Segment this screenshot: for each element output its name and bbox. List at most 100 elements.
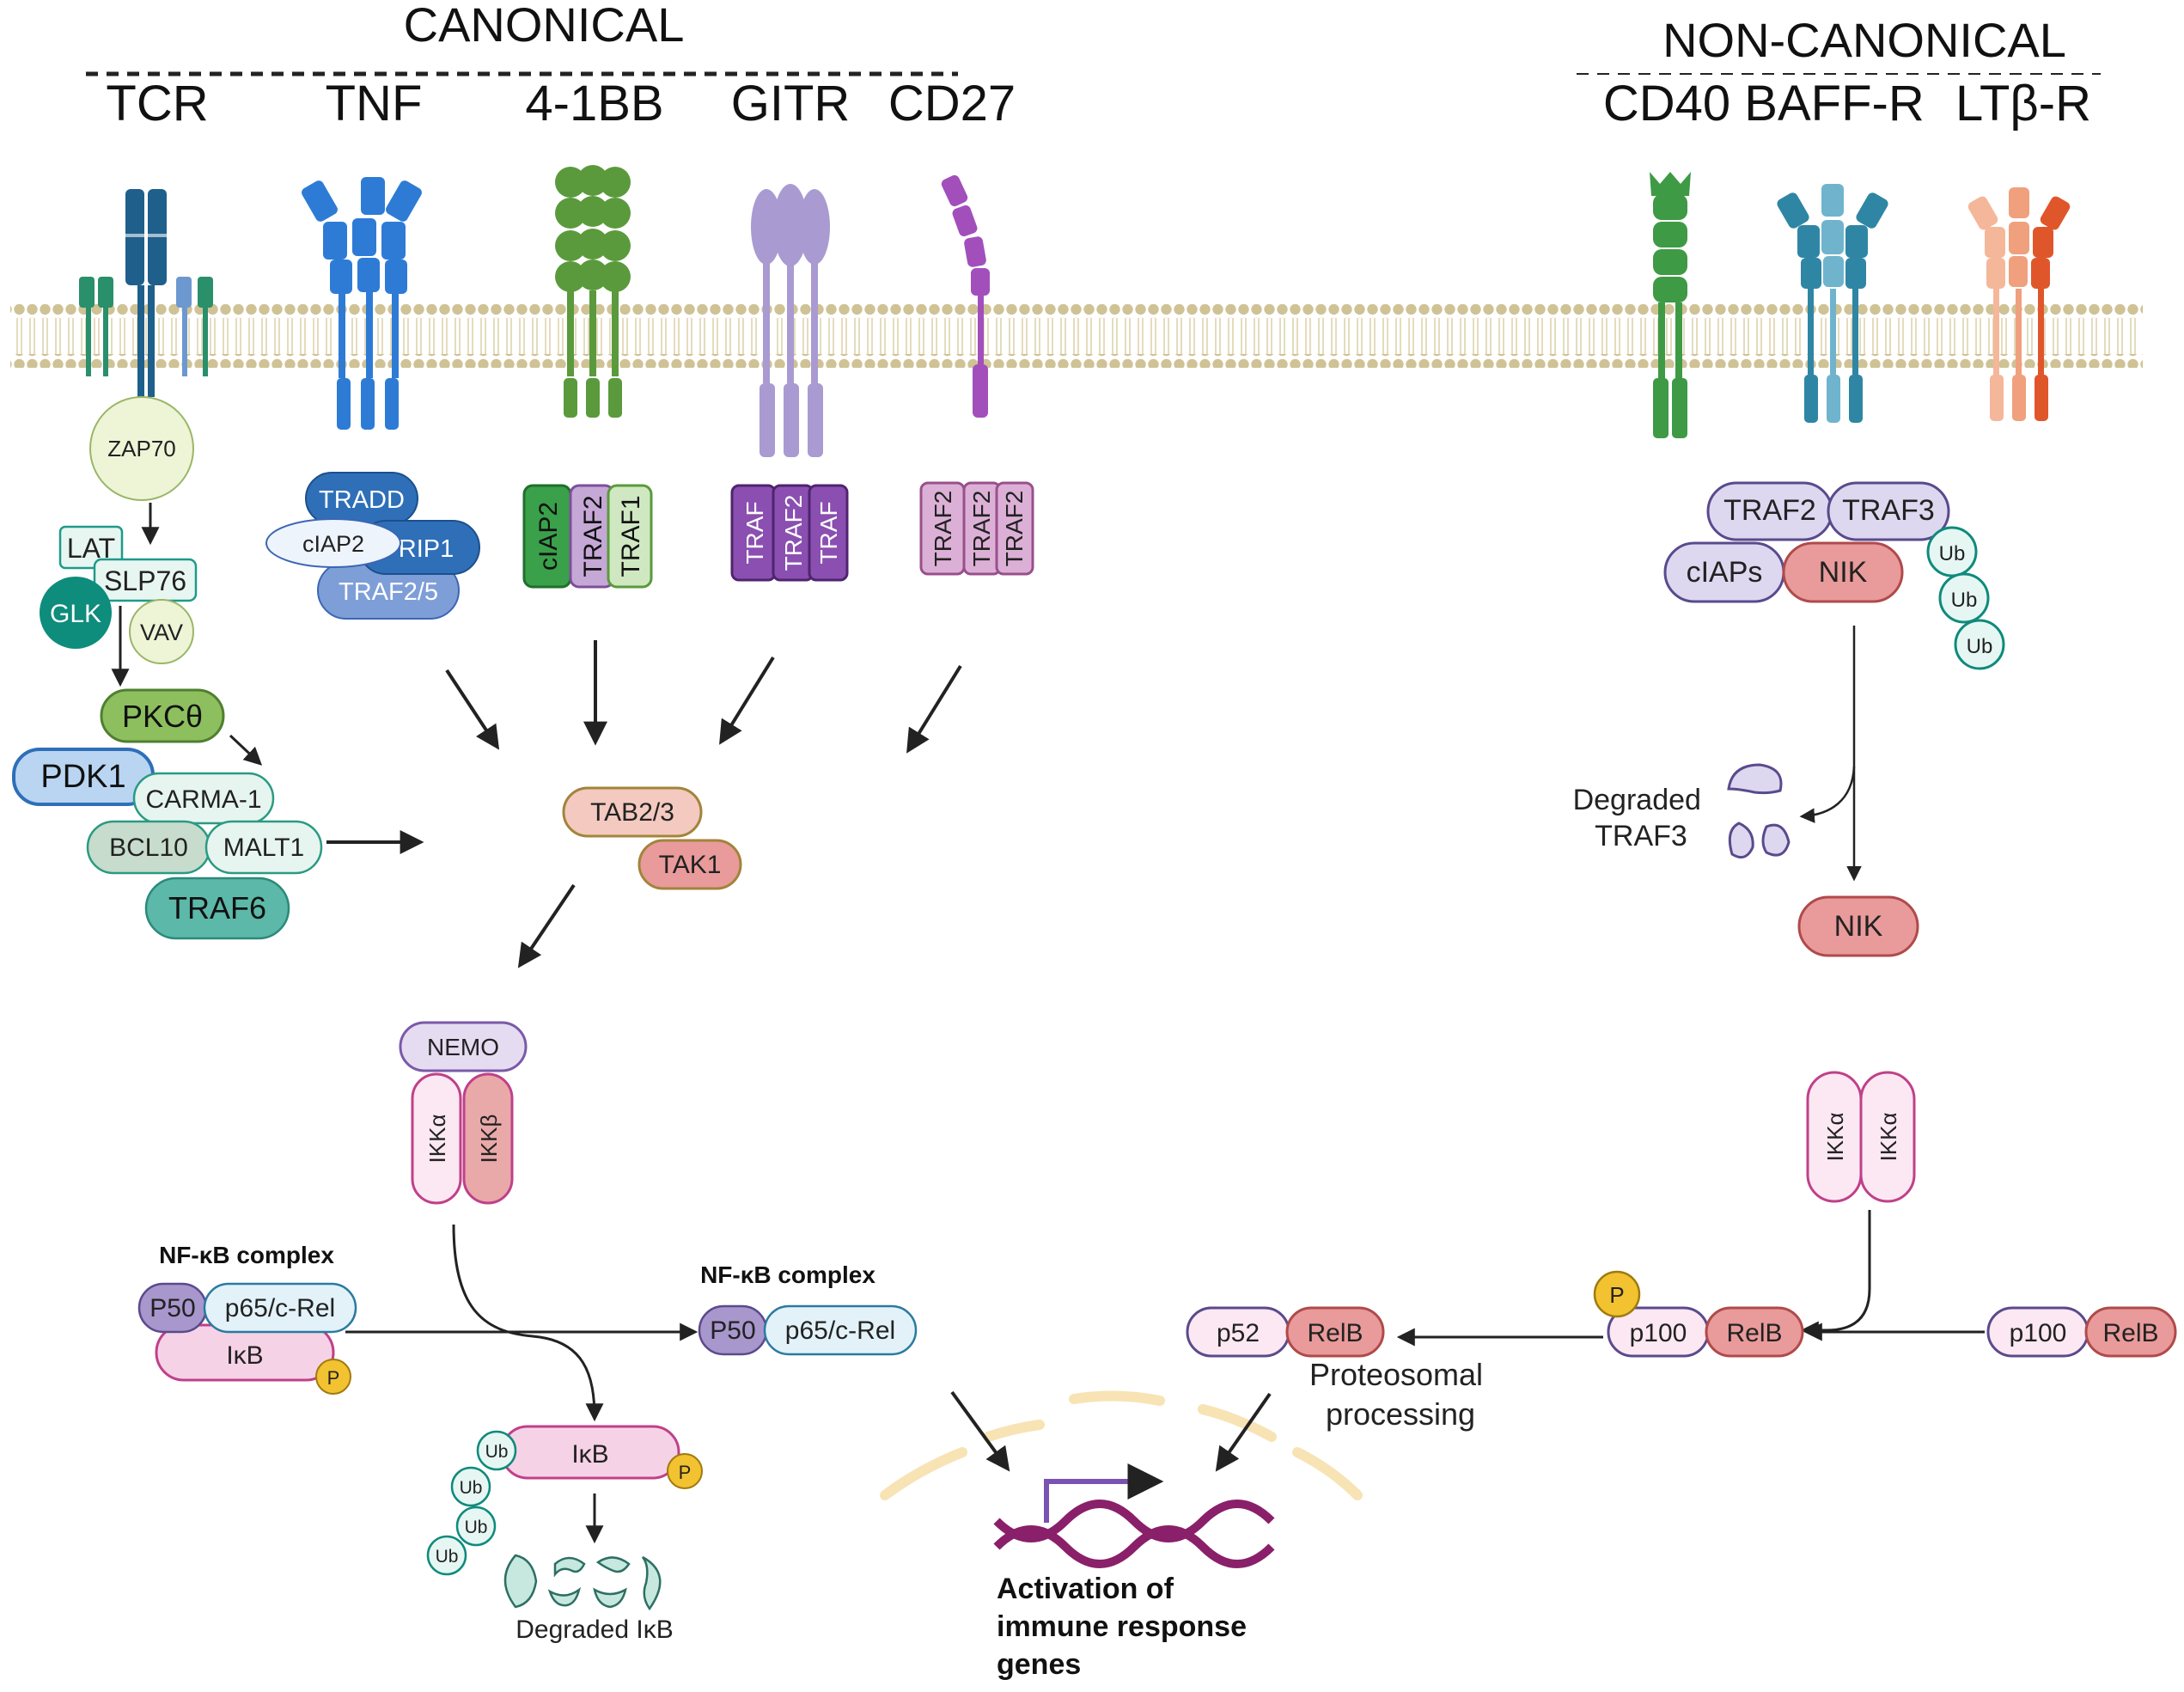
nc-ub2-label: Ub: [1951, 589, 1978, 612]
traf6-node: TRAF6: [144, 877, 290, 940]
baff-r-receptor-icon: [1777, 184, 1888, 423]
relb-label: RelB: [1726, 1319, 1782, 1347]
svg-text:MALT1: MALT1: [223, 834, 304, 862]
nuclear-envelope: [880, 1390, 1363, 1500]
p65-left-label: p65/c-Rel: [225, 1294, 335, 1322]
gitr-adaptor-complex: TRAF TRAF2 TRAF: [730, 484, 849, 582]
carma1-node: CARMA-1: [132, 772, 275, 825]
rip1-label: RIP1: [399, 535, 454, 563]
traf2a-cd27-label: TRAF2: [930, 491, 956, 567]
traf2-gitr-label: TRAF2: [780, 495, 807, 571]
tak1-node: TAK1: [638, 839, 742, 890]
gene-activation-line2: immune response: [997, 1610, 1247, 1643]
receptor-label-baff-r: BAFF-R: [1744, 76, 1924, 131]
svg-text:TAK1: TAK1: [659, 851, 722, 879]
nfkb-mid-complex: P50 p65/c-Rel: [698, 1304, 918, 1356]
arrow-nfkb-to-nucleus-right: [1215, 1392, 1272, 1472]
receptor-label-tcr: TCR: [106, 76, 208, 131]
receptor-label-ltb-r: LTβ-R: [1955, 76, 2091, 131]
svg-text:GLK: GLK: [50, 600, 101, 628]
arrow-ikk-to-degradation: [452, 1224, 604, 1422]
ikka1-label: IKKα: [1822, 1113, 1848, 1162]
svg-text:BCL10: BCL10: [109, 834, 188, 862]
bcl10-node: BCL10: [86, 820, 211, 875]
degraded-traf3-fragments-icon: [1727, 763, 1791, 859]
p65-mid-label: p65/c-Rel: [785, 1316, 895, 1345]
tcr-receptor-icon: [79, 189, 213, 397]
arrow-cd27-to-tab: [906, 664, 962, 754]
svg-text:TRAF6: TRAF6: [168, 890, 266, 925]
canonical-header: CANONICAL: [404, 0, 685, 52]
proteosomal-line1: Proteosomal: [1309, 1357, 1483, 1392]
glk-node: GLK: [40, 577, 112, 649]
degraded-ikb-label: Degraded IκB: [515, 1616, 673, 1644]
4-1bb-receptor-icon: [555, 165, 631, 418]
cell-membrane: [10, 304, 2143, 368]
gene-activation-line1: Activation of: [997, 1573, 1174, 1605]
ciap2-tnf-label: cIAP2: [302, 531, 364, 557]
lat-node: LAT: [58, 525, 124, 570]
ikkb-label: IKKβ: [476, 1115, 502, 1164]
ciap2-41bb-label: cIAP2: [534, 502, 563, 571]
ikb-deg-label: IκB: [571, 1440, 608, 1469]
traf3-nc-label: TRAF3: [1842, 494, 1935, 527]
malt1-node: MALT1: [204, 820, 323, 875]
receptor-label-4-1bb: 4-1BB: [525, 76, 663, 131]
nfkb-left-title: NF-κB complex: [159, 1242, 334, 1268]
ikb-ubiquitinated: IκB P Ub Ub Ub Ub: [426, 1425, 703, 1576]
nc-ub3-label: Ub: [1967, 635, 1993, 658]
receptor-label-tnf: TNF: [326, 76, 423, 131]
traf2-41bb-label: TRAF2: [579, 495, 607, 577]
p50-left-label: P50: [149, 1294, 195, 1322]
ikka-dimer: IKKα IKKα: [1806, 1071, 1916, 1203]
cd27-receptor-icon: [941, 174, 990, 418]
ub4-label: Ub: [436, 1547, 459, 1567]
ikk-complex: NEMO IKKα IKKβ: [399, 1021, 528, 1205]
zap70-node: ZAP70: [89, 396, 194, 501]
traf-a-gitr-label: TRAF: [741, 501, 768, 564]
tradd-label: TRADD: [319, 486, 405, 514]
svg-text:ZAP70: ZAP70: [107, 436, 176, 461]
svg-text:SLP76: SLP76: [104, 565, 186, 596]
dna-helix-icon: [993, 1463, 1275, 1568]
ub1-label: Ub: [485, 1442, 509, 1462]
pdk1-node: PDK1: [12, 748, 155, 806]
arrow-tnf-to-tab: [445, 669, 500, 750]
ub3-label: Ub: [465, 1518, 488, 1537]
relbb-label: RelB: [2102, 1319, 2158, 1347]
proteosomal-processing-label: Proteosomal processing: [1309, 1357, 1492, 1432]
degraded-traf3-line1: Degraded: [1573, 784, 1701, 816]
degraded-traf3-line2: TRAF3: [1595, 820, 1687, 852]
p100-relb-phospho: p100 RelB P: [1593, 1270, 1804, 1358]
ub2-label: Ub: [460, 1478, 483, 1498]
traf25-label: TRAF2/5: [339, 578, 438, 606]
receptor-label-gitr: GITR: [731, 76, 851, 131]
ltb-r-receptor-icon: [1967, 187, 2071, 421]
tab23-node: TAB2/3: [562, 786, 703, 838]
traf-b-gitr-label: TRAF: [815, 501, 842, 564]
arrow-nfkb-to-nucleus-left: [950, 1390, 1010, 1472]
svg-text:NIK: NIK: [1834, 910, 1883, 943]
svg-text:PDK1: PDK1: [40, 759, 125, 795]
ciaps-label: cIAPs: [1687, 556, 1763, 589]
traf2c-cd27-label: TRAF2: [1001, 491, 1028, 567]
traf2-nc-label: TRAF2: [1723, 494, 1816, 527]
pkc-theta-node: PKCθ: [100, 688, 225, 743]
nemo-label: NEMO: [427, 1034, 499, 1060]
cd27-adaptor-complex: TRAF2 TRAF2 TRAF2: [919, 481, 1034, 576]
p100-relb-inactive: p100 RelB: [1986, 1306, 2177, 1358]
p50-mid-label: P50: [710, 1316, 755, 1345]
receptor-label-cd40: CD40: [1603, 76, 1730, 131]
arrow-to-degraded-traf3: [1799, 766, 1856, 823]
arrow-ikka-to-p100: [1800, 1210, 1871, 1340]
gitr-receptor-icon: [751, 184, 830, 457]
nc-ub1-label: Ub: [1939, 542, 1966, 565]
degraded-ikb-fragments-icon: [503, 1554, 662, 1611]
gene-activation-line3: genes: [997, 1648, 1081, 1681]
tnf-receptor-icon: [302, 177, 422, 430]
tnf-adaptor-complex: TRADD TRAF2/5 RIP1 cIAP2: [265, 472, 480, 620]
4-1bb-adaptor-complex: cIAP2 TRAF2 TRAF1: [522, 484, 653, 589]
slp76-node: SLP76: [93, 558, 198, 602]
